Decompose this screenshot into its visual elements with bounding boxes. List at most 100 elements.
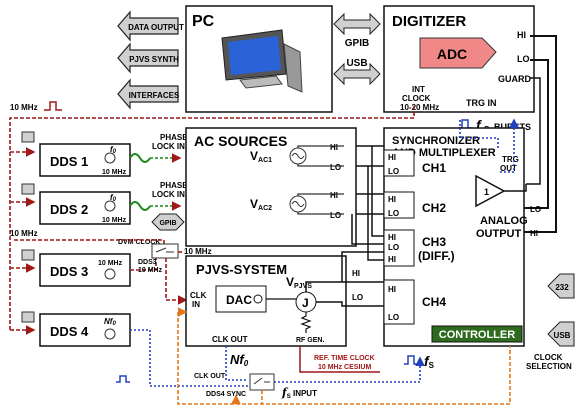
dds-2-clk: 10 MHz (102, 217, 127, 224)
connector-icon-2 (21, 183, 35, 195)
data-output-arrow: DATA OUTPUT (117, 10, 184, 42)
ch2-lo: LO (388, 209, 399, 218)
junction-label: J (302, 296, 309, 310)
ch2-box (383, 191, 415, 219)
dds-3: DDS 3 10 MHz (39, 253, 131, 287)
dds-2-label: DDS 2 (50, 202, 88, 217)
dds-1-label: DDS 1 (50, 154, 88, 169)
sync-title-line-2: AND MULTIPLEXER (392, 147, 496, 159)
phase-lock-2-line-1: PHASE (160, 181, 188, 190)
analog-output-line-2: OUTPUT (476, 228, 522, 240)
adc-label: ADC (437, 46, 467, 62)
interfaces-arrow: INTERFACES (117, 78, 180, 110)
ten-mhz-top-label: 10 MHz (10, 103, 38, 112)
ch1-label: CH1 (422, 161, 446, 175)
usb-port-arrow: USB (547, 321, 575, 347)
sync-right-lo: LO (530, 205, 541, 214)
sync-right-hi: HI (530, 229, 538, 238)
rf-resistor-icon (300, 312, 312, 333)
ac-hi-2: HI (330, 191, 338, 200)
ten-mhz-red-line (9, 106, 415, 331)
dds4-sync-label: DDS4 SYNC (206, 391, 246, 398)
pjvs-hi: HI (352, 269, 360, 278)
ten-mhz-top-pulse (44, 101, 62, 111)
ch3-line-2: (DIFF.) (418, 249, 455, 263)
ref-clock-line-2: 10 MHz CESIUM (318, 364, 371, 371)
fs-bursts-symbol: f (476, 117, 482, 133)
digitizer-lo: LO (517, 54, 530, 64)
ch4-lo: LO (388, 313, 399, 322)
wave-1 (129, 153, 151, 163)
ref-clock-line-1: REF. TIME CLOCK (314, 355, 375, 362)
gpib-bus-arrow: GPIB (333, 12, 381, 51)
interfaces-label: INTERFACES (129, 91, 180, 100)
dds-2-f: f0 (110, 193, 117, 203)
digitizer-guard: GUARD (498, 74, 531, 84)
ch3-line-1: CH3 (422, 235, 446, 249)
ac-lo-2: LO (330, 211, 341, 220)
ch3-box (383, 229, 415, 267)
gpib-small-label: GPIB (159, 220, 176, 227)
fs-input-switch (249, 373, 275, 391)
phase-lock-1-line-2: LOCK IN (152, 142, 185, 151)
clock-selection-line-1: CLOCK (534, 353, 563, 362)
dds-3-label: DDS 3 (50, 264, 88, 279)
int-clock-line-1: INT (412, 85, 425, 94)
dds-2: DDS 2 f0 10 MHz (39, 191, 131, 225)
ch3-lo: LO (388, 243, 399, 252)
dds-1-source-icon (104, 152, 116, 164)
ref-clock-label: REF. TIME CLOCK 10 MHz CESIUM (314, 355, 375, 371)
dds-1-clk: 10 MHz (102, 169, 127, 176)
dds-4-label: DDS 4 (50, 324, 89, 339)
sync-title-line-1: SYNCHRONIZER (392, 135, 480, 147)
trg-out-line-1: TRG (502, 155, 519, 164)
dac-label: DAC (226, 293, 252, 307)
pjvs-lo: LO (352, 293, 363, 302)
pjvs-title: PJVS-SYSTEM (196, 262, 287, 277)
fs-input-label: fS INPUT (281, 386, 317, 400)
dac-output-icon (253, 294, 263, 304)
digitizer-label: DIGITIZER (392, 13, 466, 30)
connector-icon-4 (21, 311, 35, 323)
int-clock-line-3: 10-20 MHz (400, 103, 439, 112)
pjvs-synth-label: PJVS SYNTH (129, 55, 179, 64)
usb-port-label: USB (554, 331, 571, 340)
bottom-clk-out: CLK OUT (194, 373, 226, 380)
connector-icon-1 (21, 131, 35, 143)
monitor-icon (221, 29, 303, 93)
dvm-clock-label: DVM CLOCK (118, 239, 160, 246)
dds-3-f: 10 MHz (98, 260, 123, 267)
pjvs-clk-in-line-2: IN (192, 300, 200, 309)
trg-in-label: TRG IN (466, 98, 497, 108)
amp-gain: 1 (484, 187, 489, 197)
connector-icon-3 (21, 249, 35, 261)
ch4-box (383, 279, 415, 325)
pc-label: PC (192, 13, 215, 30)
pjvs-synth-arrow: PJVS SYNTH (117, 42, 179, 74)
gpib-label: GPIB (345, 38, 369, 49)
ac-sources-block: AC SOURCES VAC1 VAC2 HI LO HI LO (185, 127, 357, 247)
ch1-lo: LO (388, 167, 399, 176)
clock-selection-line-2: SELECTION (526, 362, 572, 371)
dds3-switch (151, 243, 179, 259)
dds3-sw-line-2: 10 MHz (138, 267, 163, 274)
ch4-label: CH4 (422, 295, 446, 309)
phase-lock-2-line-2: LOCK IN (152, 190, 185, 199)
digitizer-hi: HI (517, 30, 526, 40)
data-output-label: DATA OUTPUT (128, 23, 184, 32)
pc-block: PC (185, 5, 333, 113)
ch1-hi: HI (388, 153, 396, 162)
dds-4-source-icon (104, 328, 116, 340)
